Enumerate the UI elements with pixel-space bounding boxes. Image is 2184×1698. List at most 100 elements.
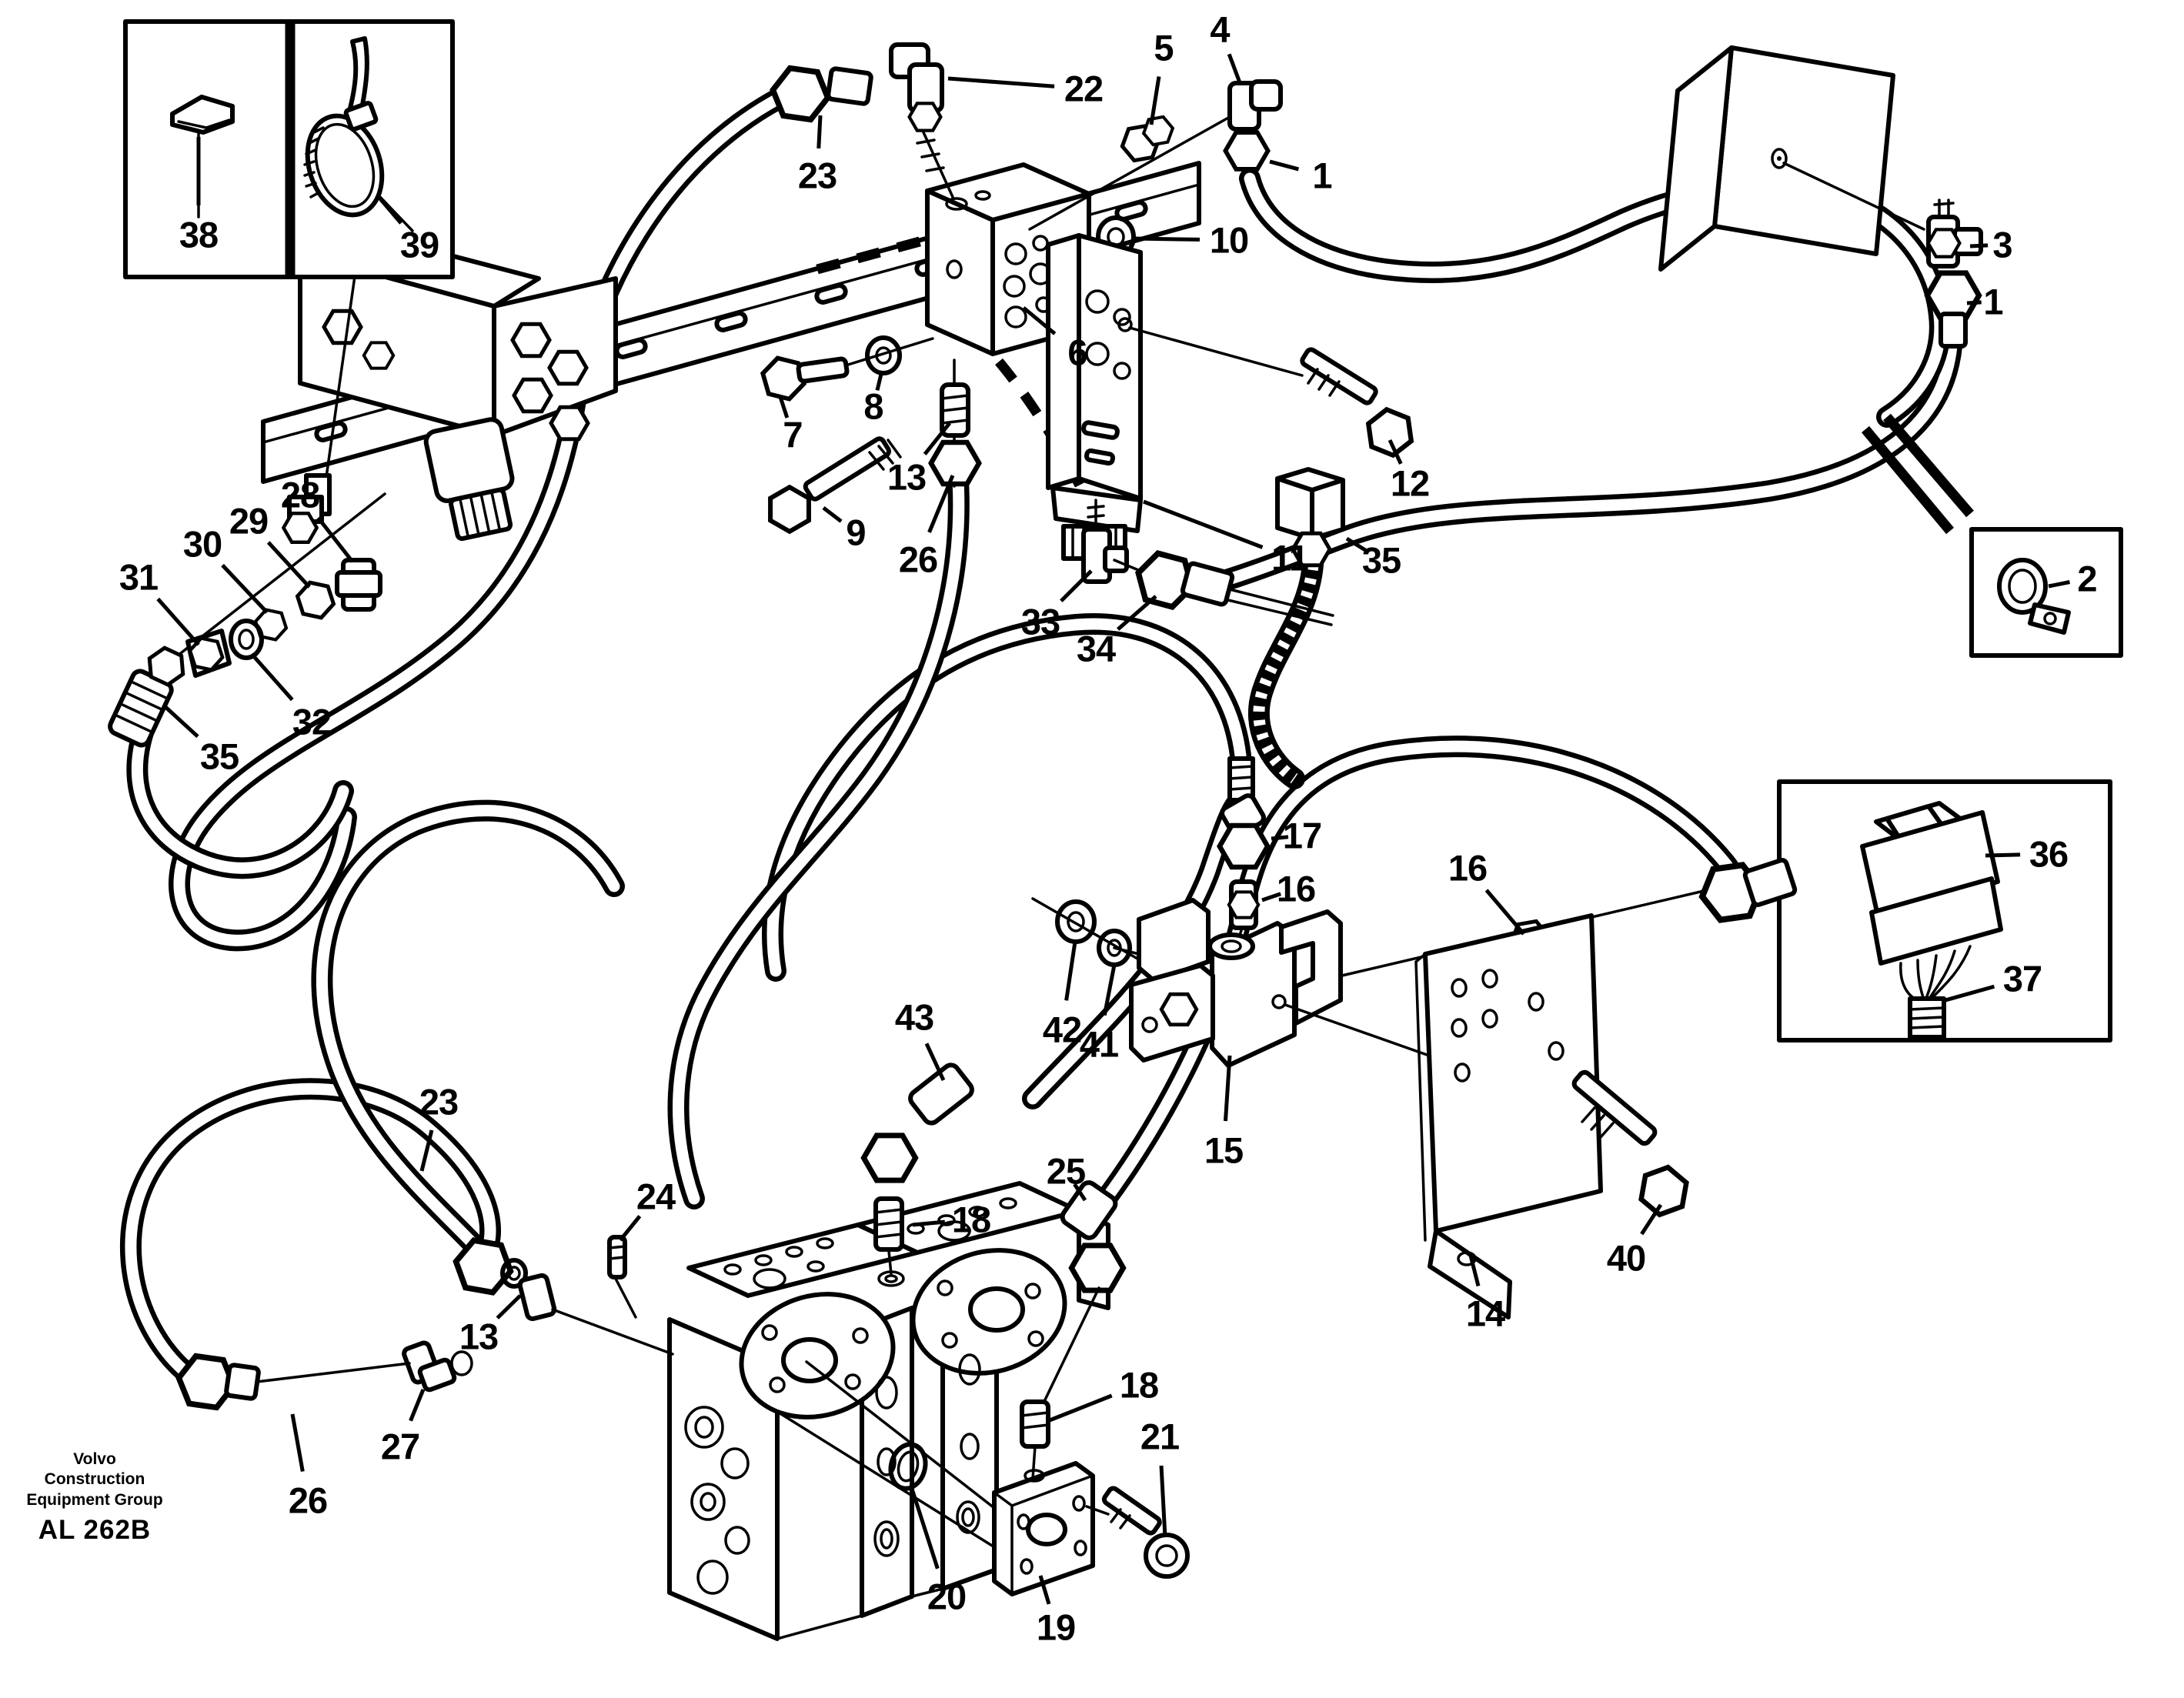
inset-pointer (1862, 413, 1974, 535)
callout-3-9: 3 (1992, 224, 2012, 265)
solenoid-valve-11 (1046, 233, 1419, 561)
callout-10-7: 10 (1209, 219, 1249, 261)
valve-block-15 (1031, 897, 1575, 1108)
leader-15-35 (1223, 1055, 1232, 1122)
switch-inset-box (1777, 779, 2112, 1042)
valve-flange-left (739, 1292, 896, 1419)
inset-parts-box (123, 19, 455, 279)
callout-25-39: 25 (1046, 1150, 1086, 1192)
leader-21-42 (1159, 1465, 1167, 1538)
tank (1658, 45, 1925, 272)
callout-26-49: 26 (288, 1479, 328, 1521)
leader-35-27 (163, 705, 199, 739)
callout-22-2: 22 (1064, 68, 1104, 109)
callout-40-37: 40 (1606, 1237, 1646, 1279)
callout-32-26: 32 (292, 701, 332, 742)
callout-35-27: 35 (199, 736, 239, 777)
leader-22-2 (947, 76, 1055, 88)
callout-7-13: 7 (783, 414, 803, 455)
solenoid-coil (423, 417, 515, 542)
callout-15-35: 15 (1204, 1129, 1244, 1171)
callout-43-38: 43 (894, 996, 934, 1038)
leader-13-14 (923, 422, 951, 455)
leader-19-43 (1038, 1575, 1051, 1605)
callout-leader-lines (156, 53, 2070, 1605)
bolt-40 (1571, 1069, 1695, 1223)
leader-39-1 (377, 195, 403, 225)
leader-18-40 (912, 1219, 946, 1227)
callout-33-17: 33 (1020, 601, 1060, 642)
leader-17-30 (1271, 835, 1289, 841)
leader-20-44 (909, 1486, 940, 1570)
leader-43-38 (924, 1042, 946, 1082)
leader-4-5 (1227, 53, 1243, 85)
drawing-footer: Volvo Construction Equipment Group AL 26… (22, 1449, 168, 1546)
fitting-chain-28-32 (108, 492, 386, 748)
callout-11-19: 11 (1271, 537, 1309, 579)
leader-24-46 (619, 1215, 642, 1242)
rocker-switch-36 (1860, 801, 2003, 966)
leader-40-37 (1640, 1203, 1663, 1236)
callout-39-1: 39 (399, 224, 439, 265)
callout-1-6: 1 (1312, 155, 1332, 196)
callout-4-5: 4 (1210, 8, 1230, 50)
connector-35 (1275, 467, 1345, 565)
leader-31-25 (156, 597, 200, 646)
callout-14-36: 14 (1465, 1293, 1505, 1334)
leader-33-17 (1060, 569, 1093, 602)
bolt-7-washer-8 (758, 335, 934, 402)
leader-26-16 (927, 475, 955, 533)
leader-35-21 (1345, 536, 1368, 552)
callout-2-11: 2 (2077, 558, 2097, 599)
hose-end-fitting-23 (770, 66, 873, 122)
callout-38-0: 38 (179, 214, 219, 255)
leader-30-24 (221, 563, 269, 614)
leader-12-20 (1388, 439, 1403, 465)
leader-1-10 (1966, 300, 1982, 305)
cable-tie-39 (303, 36, 414, 232)
bolt-9 (761, 436, 902, 537)
leader-7-13 (778, 396, 790, 419)
callout-5-4: 5 (1154, 27, 1174, 68)
leader-34-18 (1117, 595, 1157, 631)
leader-13-47 (496, 1294, 522, 1319)
nut-1-right (1927, 273, 1979, 349)
callout-16-32: 16 (1448, 847, 1488, 889)
callout-34-18: 34 (1076, 628, 1116, 669)
callout-30-24: 30 (182, 523, 222, 565)
leader-16-32 (1484, 889, 1525, 936)
callout-18-41: 18 (1119, 1364, 1159, 1406)
tee-fitting-3 (1926, 198, 1983, 269)
fittings-23-13-27-26-bottom (175, 1238, 674, 1409)
callout-18-40: 18 (951, 1199, 991, 1240)
callout-20-44: 20 (927, 1576, 967, 1617)
leader-29-23 (266, 541, 311, 589)
leader-18-41 (1049, 1393, 1113, 1423)
callout-29-23: 29 (229, 500, 269, 542)
leader-16-31 (1261, 892, 1282, 902)
callout-27-48: 27 (380, 1426, 420, 1467)
bolt-21 (1085, 1486, 1190, 1579)
bracket-14 (1414, 913, 1603, 1319)
leader-42-33 (1064, 941, 1077, 1001)
callout-41-34: 41 (1079, 1023, 1119, 1065)
callout-28-22: 28 (280, 474, 320, 515)
hose-25-fittings-18 (1020, 1180, 1124, 1480)
leader-23-3 (816, 115, 823, 149)
callout-1-10: 1 (1983, 281, 2003, 322)
leader-36-28 (1985, 852, 2021, 858)
plate-19 (992, 1461, 1095, 1596)
leader-8-12 (875, 370, 884, 391)
callout-24-46: 24 (636, 1176, 676, 1217)
callout-26-16: 26 (898, 539, 938, 580)
valve-flange-right (910, 1248, 1067, 1376)
switch-wires-37 (1899, 945, 1972, 1039)
callout-37-29: 37 (2002, 958, 2042, 999)
inset-clamp-box (1969, 527, 2123, 658)
leader-6-8 (1022, 306, 1057, 335)
leader-5-4 (1149, 76, 1161, 125)
tee-33-nut-34 (1081, 499, 1334, 626)
callout-13-47: 13 (459, 1316, 499, 1357)
callout-35-21: 35 (1361, 539, 1401, 581)
